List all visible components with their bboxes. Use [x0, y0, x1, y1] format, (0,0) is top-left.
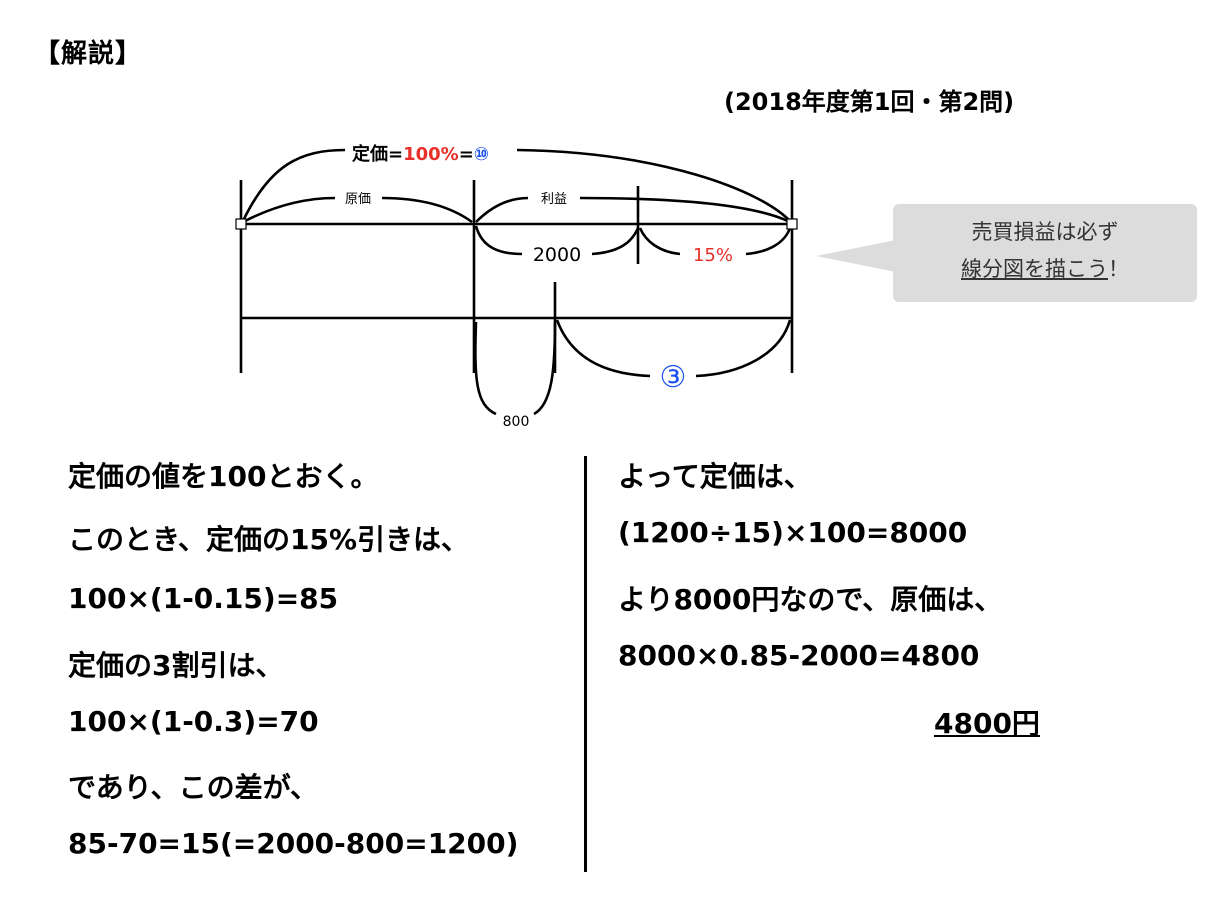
callout-exclamation: ！: [1108, 257, 1129, 281]
left-line-2: このとき、定価の15%引きは、: [68, 523, 470, 556]
brace-3-right: [695, 319, 792, 378]
left-line-3: 100×(1-0.15)=85: [68, 582, 339, 615]
endpoint-left: [235, 218, 247, 230]
brace-800-left: [474, 321, 497, 416]
final-answer: 4800円: [934, 707, 1040, 740]
problem-source: (2018年度第1回・第2問): [724, 88, 1015, 116]
units-3-label: ③: [660, 360, 687, 395]
right-line-1: よって定価は、: [618, 460, 812, 493]
endpoint-right: [786, 218, 798, 230]
callout-line-2: 線分図を描こう！: [893, 251, 1197, 288]
profit-label: 利益: [541, 192, 567, 207]
callout-tail: [816, 240, 896, 272]
amount-2000-label: 2000: [533, 244, 581, 266]
left-line-6: であり、この差が、: [68, 771, 319, 804]
line-segment-diagram: 定価=100%=⑩ 原価 利益 2000 15% 800 ③: [235, 143, 798, 430]
brace-15-right: [745, 227, 792, 256]
right-line-2: (1200÷15)×100=8000: [618, 516, 968, 549]
profit-arc-right: [579, 196, 791, 224]
column-divider: [584, 456, 587, 872]
cost-arc-left: [242, 196, 336, 224]
brace-800-right: [533, 321, 557, 416]
list-price-label: 定価=100%=⑩: [352, 143, 489, 165]
left-line-1: 定価の値を100とおく。: [68, 460, 379, 493]
list-price-arc-right: [516, 148, 791, 222]
brace-2000-left: [474, 225, 523, 256]
callout-line-1: 売買損益は必ず: [971, 220, 1119, 244]
right-line-3: より8000円なので、原価は、: [618, 583, 1003, 616]
right-line-4: 8000×0.85-2000=4800: [618, 639, 980, 672]
brace-15-left: [638, 227, 681, 256]
tip-callout: 売買損益は必ず 線分図を描こう！: [893, 204, 1197, 302]
cost-label: 原価: [345, 192, 371, 207]
brace-2000-right: [591, 227, 640, 256]
brace-3-left: [555, 319, 651, 378]
cost-arc-right: [381, 196, 473, 224]
left-line-7: 85-70=15(=2000-800=1200): [68, 827, 519, 860]
amount-800-label: 800: [503, 414, 530, 430]
list-price-arc-left: [241, 148, 346, 222]
percent-15-label: 15%: [693, 245, 733, 266]
profit-arc-left: [475, 196, 529, 223]
callout-underlined-text: 線分図を描こう: [961, 257, 1108, 281]
page-heading: 【解説】: [34, 39, 143, 69]
left-line-4: 定価の3割引は、: [68, 649, 284, 682]
left-line-5: 100×(1-0.3)=70: [68, 705, 319, 738]
